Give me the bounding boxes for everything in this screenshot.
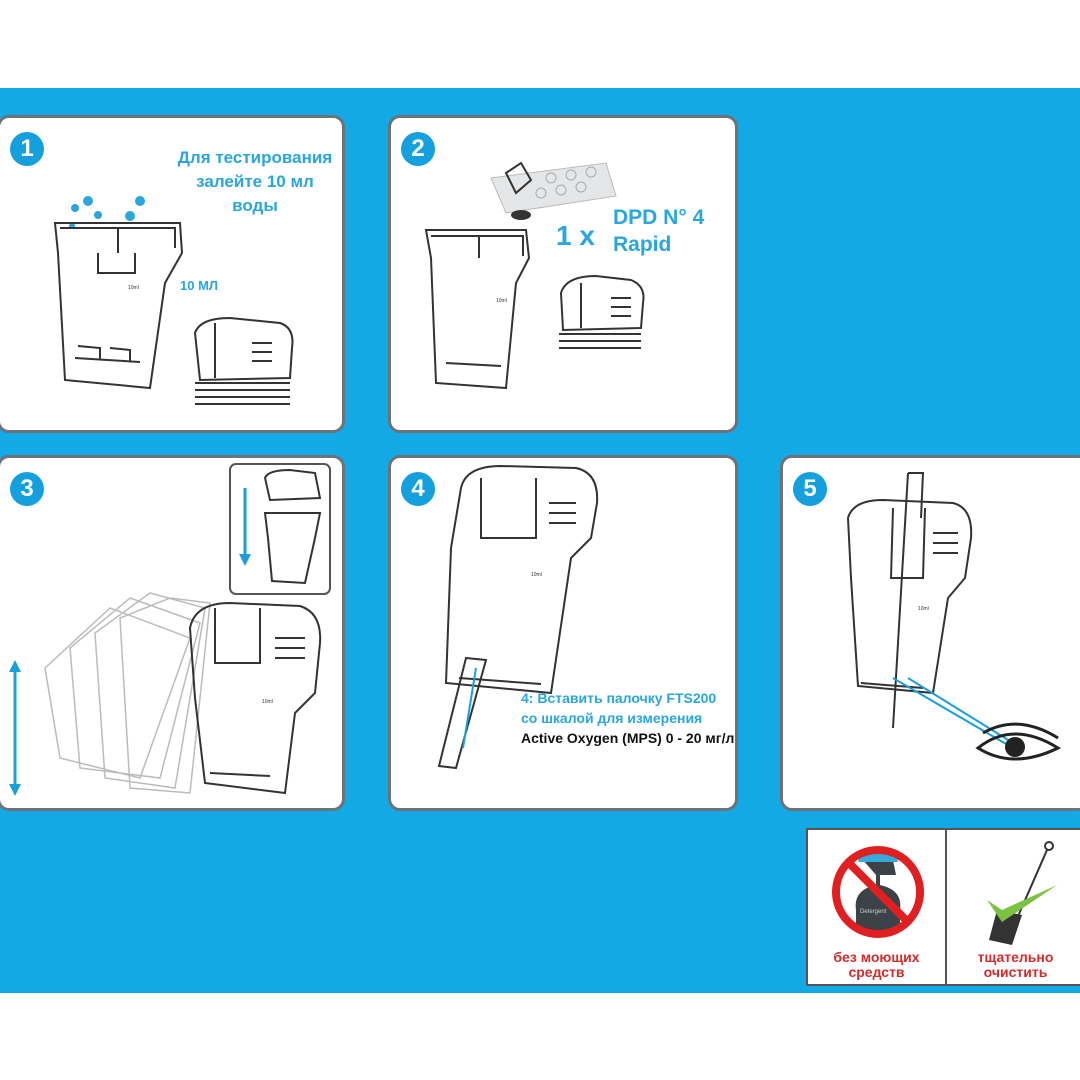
step-4-panel: 4 4: Вставить палочку FTS200 со шкалой д… <box>388 455 738 811</box>
test-strip-illustration: 10ml <box>437 464 599 770</box>
step-number: 3 <box>10 472 44 506</box>
step-4-instruction: 4: Вставить палочку FTS200 со шкалой для… <box>521 688 735 748</box>
step-1-instruction: Для тестирования залейте 10 мл воды <box>177 148 333 215</box>
step-number: 2 <box>401 132 435 166</box>
volume-label: 10 МЛ <box>180 278 219 293</box>
step-number: 1 <box>10 132 44 166</box>
read-result-illustration: 10ml <box>846 472 1062 761</box>
instruction-black: Active Oxygen (MPS) 0 - 20 мг/л <box>521 730 735 746</box>
ml-mark: 10ml <box>128 285 139 291</box>
step-2-panel: 2 1 x DPD N° 4 Rapid 10ml <box>388 115 738 433</box>
instruction-blue: 4: Вставить палочку FTS200 со шкалой для… <box>521 690 717 726</box>
brush-check-icon <box>987 841 1057 945</box>
ml-mark: 10ml <box>262 699 273 705</box>
inset-box <box>229 463 331 595</box>
warning-label: без моющих средств <box>833 949 920 980</box>
bottle-label: Detergent <box>860 909 887 915</box>
step-number: 4 <box>401 472 435 506</box>
step-3-panel: 3 10ml <box>0 455 345 811</box>
shake-illustration: 10ml <box>9 463 331 796</box>
clean-thoroughly-instruction: тщательно очистить <box>947 830 1080 984</box>
no-detergent-icon: Detergent <box>832 846 924 938</box>
instruction-label: тщательно очистить <box>977 949 1054 980</box>
cleaning-instructions: Detergent без моющих средств тщательно о… <box>806 828 1080 986</box>
step-1-panel: 1 Для тестирования залейте 10 мл воды 10… <box>0 115 345 433</box>
reagent-name: DPD N° 4 Rapid <box>613 206 705 256</box>
comparator-illustration: 10ml <box>53 196 294 405</box>
step-number: 5 <box>793 472 827 506</box>
eye-icon <box>975 722 1062 761</box>
step-5-panel: 5 10ml <box>780 455 1080 811</box>
tablet-count: 1 x <box>556 220 595 251</box>
no-detergent-warning: Detergent без моющих средств <box>808 830 947 984</box>
ml-mark: 10ml <box>918 606 929 612</box>
ml-mark: 10ml <box>531 572 542 578</box>
ml-mark: 10ml <box>496 298 507 304</box>
tablet-comparator-illustration: 10ml <box>424 161 645 390</box>
